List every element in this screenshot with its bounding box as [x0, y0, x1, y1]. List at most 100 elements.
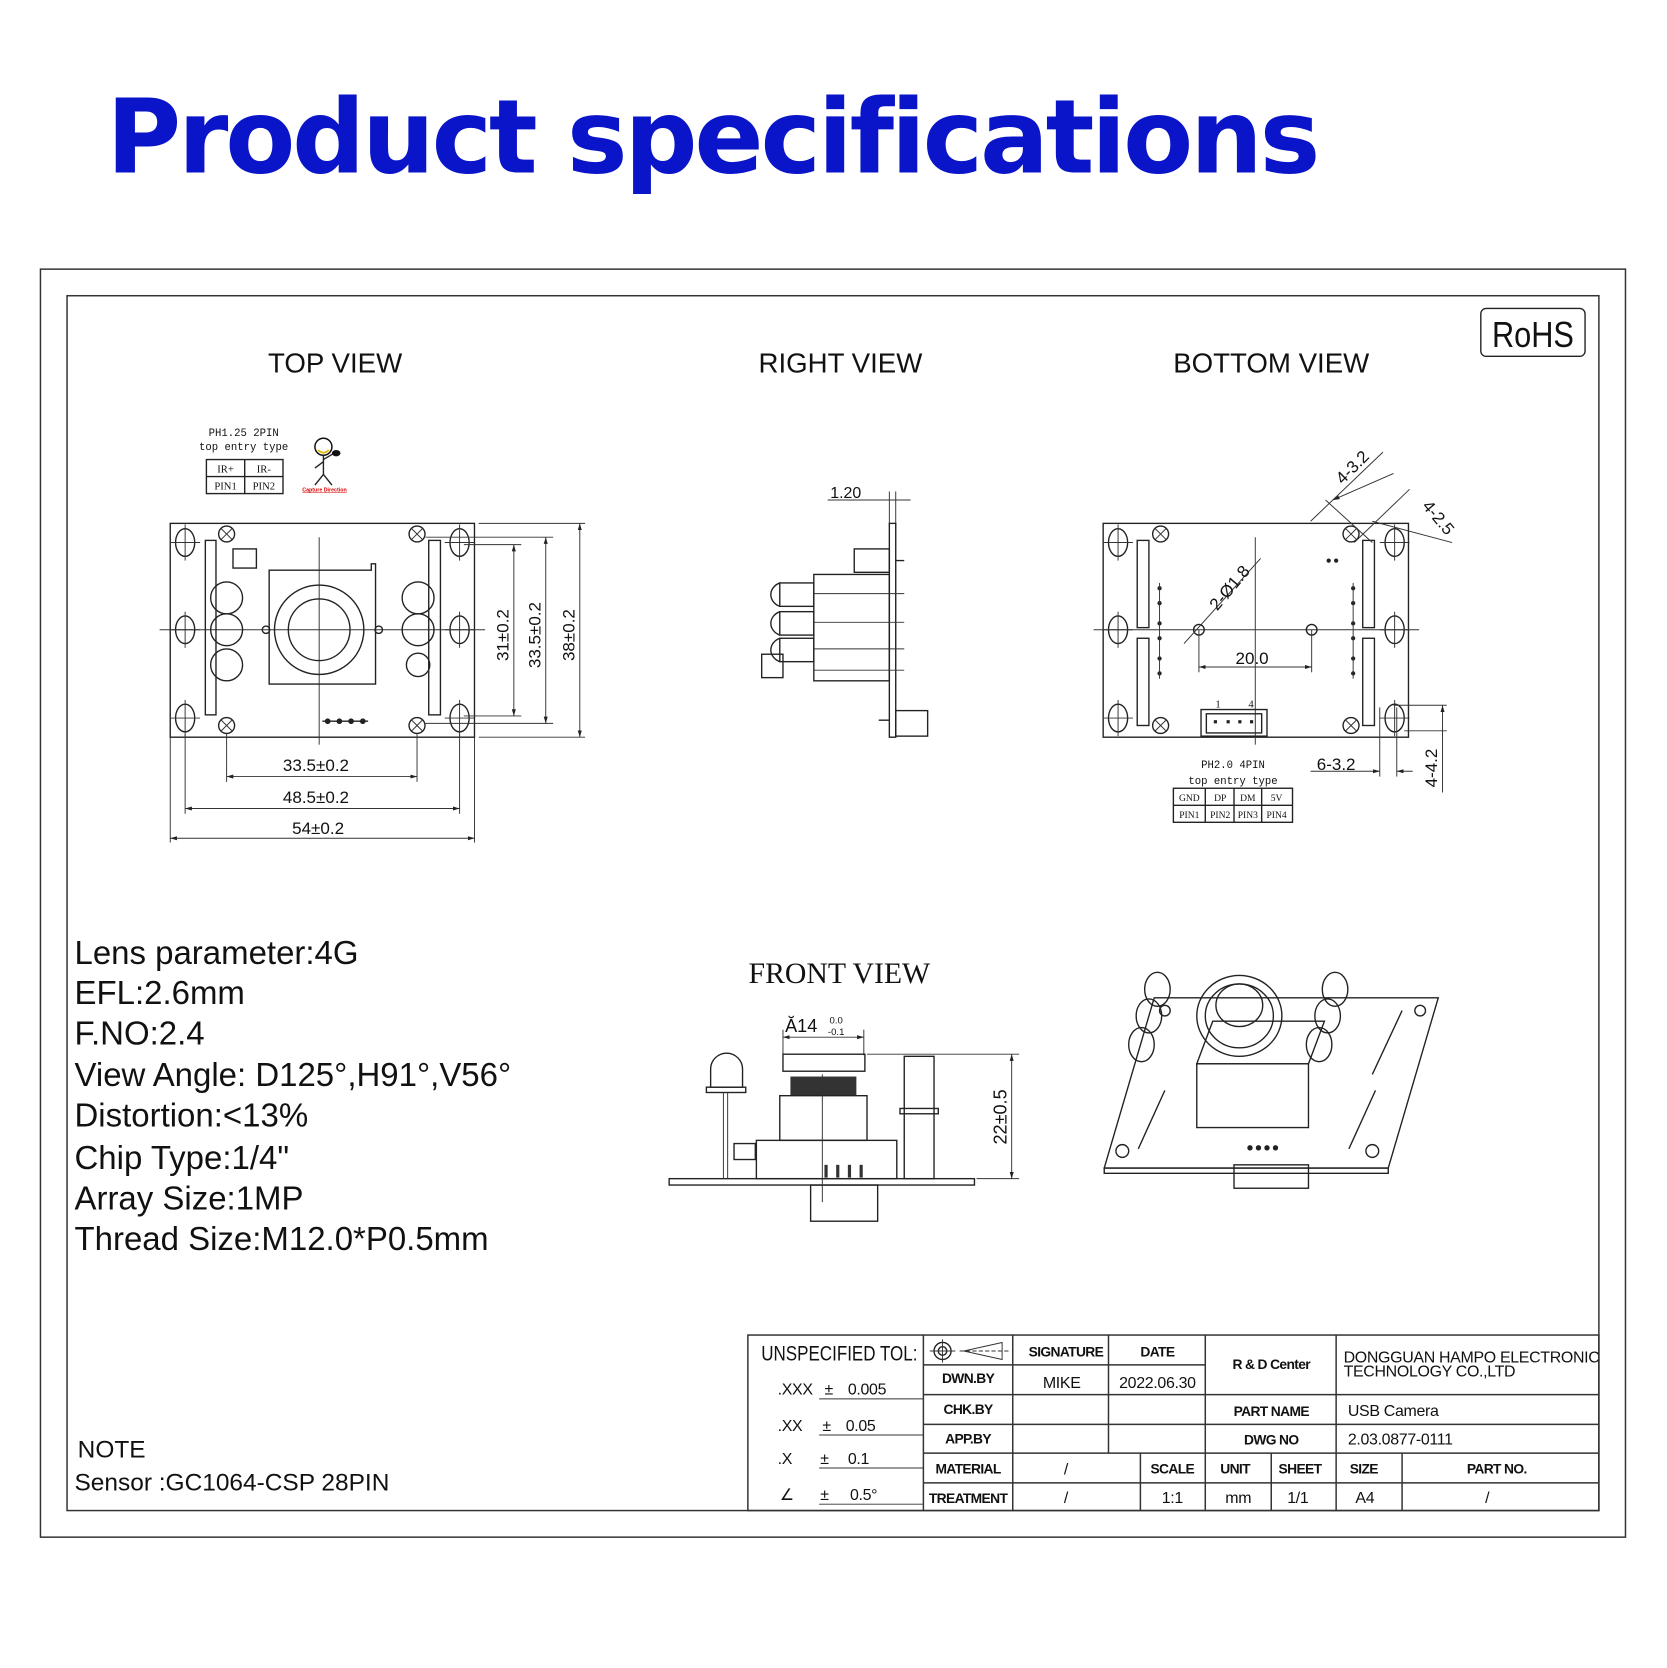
spec-list: Lens parameter:4G EFL:2.6mm F.NO:2.4 Vie…: [74, 934, 511, 1257]
bottom-view-label: BOTTOM VIEW: [1173, 347, 1369, 378]
material-label: MATERIAL: [935, 1460, 1001, 1476]
pin-1-label: 1: [1215, 699, 1220, 710]
pin-number: PIN4: [1266, 810, 1286, 821]
note-sensor: Sensor :GC1064-CSP 28PIN: [74, 1469, 389, 1496]
spec-item: Lens parameter:4G: [74, 934, 358, 971]
capture-direction-label: Capture Direction: [302, 487, 346, 493]
pin-number: PIN2: [1210, 810, 1230, 821]
pin-number: PIN2: [253, 481, 275, 492]
pin-4-label: 4: [1248, 699, 1254, 710]
pin-signal: IR+: [217, 464, 234, 475]
company-line-2: TECHNOLOGY CO.,LTD: [1344, 1364, 1516, 1381]
dwn-by-date: 2022.06.30: [1119, 1375, 1196, 1392]
mounting-hole: [443, 610, 476, 649]
lens: [287, 598, 351, 662]
dim-1-20: 1.20: [830, 485, 861, 502]
rd-center: R & D Center: [1232, 1356, 1311, 1372]
sheet-value: 1/1: [1287, 1490, 1309, 1507]
pin-number: PIN3: [1238, 810, 1258, 821]
lens-diameter: Ă14: [785, 1016, 817, 1036]
tol-pm: ±: [824, 1382, 833, 1399]
tol-value: 0.05: [846, 1418, 876, 1435]
lens-holder: [268, 563, 377, 685]
app-by-label: APP.BY: [945, 1431, 991, 1447]
spec-item: Array Size:1MP: [74, 1180, 303, 1217]
dim-33-5-vertical: 33.5±0.2: [525, 602, 544, 668]
dim-4-2-5: 4-2.5: [1418, 497, 1457, 539]
spec-item: View Angle: D125°,H91°,V56°: [74, 1056, 511, 1093]
pin-signal: IR-: [257, 464, 272, 475]
pin-number: PIN1: [1179, 810, 1199, 821]
bottom-connector-type: PH2.0 4PIN: [1201, 760, 1265, 772]
mounting-hole: [1102, 610, 1134, 649]
dim-38: 38±0.2: [559, 609, 578, 661]
bottom-board-outline: [1102, 522, 1410, 738]
signature-header: SIGNATURE: [1029, 1343, 1104, 1359]
part-name-value: USB Camera: [1348, 1403, 1439, 1420]
tol-pm: ±: [820, 1451, 829, 1468]
capture-direction-icon: Capture Direction: [302, 437, 347, 493]
mounting-hole: [1102, 699, 1134, 737]
mounting-hole: [1102, 523, 1134, 562]
screw-hole: [408, 716, 426, 735]
rohs-label: RoHS: [1492, 316, 1574, 356]
tol-value: 0.5°: [850, 1487, 877, 1504]
tol-value: 0.005: [848, 1382, 887, 1399]
mounting-hole: [169, 523, 201, 562]
part-no-value: /: [1485, 1490, 1490, 1507]
mounting-hole: [443, 523, 476, 562]
tol-key: ∠: [780, 1487, 794, 1504]
right-view-label: RIGHT VIEW: [759, 347, 923, 378]
dim-height-22: 22±0.5: [990, 1089, 1010, 1144]
company-line-1: DONGGUAN HAMPO ELECTRONIC: [1344, 1350, 1600, 1367]
rohs-badge: RoHS: [1480, 307, 1586, 358]
front-view-label: FRONT VIEW: [749, 957, 932, 990]
front-view-drawing: Ă14 0.0 -0.1 22±0.5: [668, 1015, 1020, 1222]
dwg-no-label: DWG NO: [1244, 1432, 1299, 1448]
ir-led-left: [709, 1052, 744, 1088]
top-view-label: TOP VIEW: [268, 347, 402, 378]
pin-signal: DM: [1240, 793, 1256, 804]
top-board-outline: [169, 522, 476, 738]
lens-tol-lower: -0.1: [828, 1027, 844, 1038]
dim-31: 31±0.2: [494, 609, 513, 661]
dim-6-3-2: 6-3.2: [1317, 755, 1356, 774]
spec-item: Distortion:<13%: [74, 1097, 308, 1134]
screw-hole: [217, 525, 236, 543]
screw-hole: [408, 525, 426, 543]
inner-frame: [66, 294, 1600, 1512]
unspecified-tol-label: UNSPECIFIED TOL:: [761, 1343, 917, 1366]
top-entry-type: top entry type: [199, 442, 288, 454]
scale-value: 1:1: [1162, 1490, 1184, 1507]
scale-label: SCALE: [1151, 1460, 1195, 1476]
screw-hole: [1151, 525, 1170, 543]
pcb-front: [668, 1177, 976, 1186]
spec-item: F.NO:2.4: [74, 1015, 204, 1052]
top-pin-table: IR+ IR- PIN1 PIN2: [205, 458, 284, 495]
dwn-by-name: MIKE: [1043, 1375, 1081, 1392]
tol-key: .X: [778, 1451, 793, 1468]
screw-hole: [1151, 716, 1170, 735]
pin-signal: GND: [1179, 793, 1200, 804]
sheet-label: SHEET: [1279, 1460, 1323, 1476]
lens-ring: [273, 584, 365, 676]
pin-signal: DP: [1214, 793, 1226, 804]
unit-label: UNIT: [1220, 1460, 1251, 1476]
mounting-hole: [169, 610, 201, 649]
lens-thread: [790, 1076, 857, 1096]
spec-item: EFL:2.6mm: [74, 974, 244, 1011]
screw-hole: [1342, 716, 1360, 735]
lens-barrel: [782, 1053, 866, 1072]
tol-pm: ±: [820, 1487, 829, 1504]
bottom-view-drawing: 20.0 2-Ø1.8 4-3.2 4-2.5 6-3.2 4-4.2 1 4 …: [1093, 447, 1458, 823]
tol-pm: ±: [822, 1418, 831, 1435]
screw-hole: [217, 716, 236, 735]
mounting-hole: [169, 699, 201, 737]
tol-key: .XXX: [778, 1382, 814, 1399]
ir-leds: [209, 581, 435, 682]
ir-connector: [232, 548, 258, 569]
title-block: UNSPECIFIED TOL: .XXX ± 0.005 .XX ± 0.05…: [747, 1334, 1600, 1512]
usb-pin-table: GND DP DM 5V PIN1 PIN2 PIN3 PIN4: [1172, 787, 1294, 823]
usb-connector: 1 4: [1200, 699, 1268, 737]
